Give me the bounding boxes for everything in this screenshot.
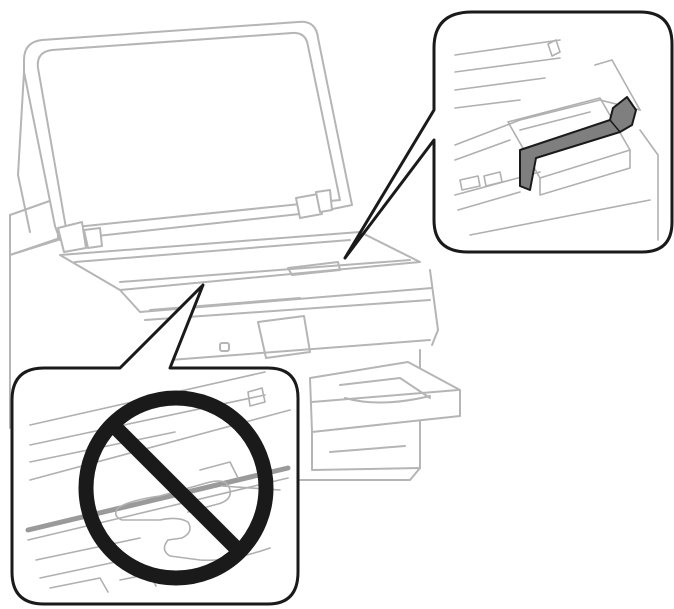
output-tray — [310, 362, 460, 470]
protective-tape-callout — [345, 12, 672, 258]
scanner-bed — [60, 232, 432, 312]
do-not-touch-callout — [12, 285, 298, 604]
scanner-lid — [18, 22, 352, 252]
